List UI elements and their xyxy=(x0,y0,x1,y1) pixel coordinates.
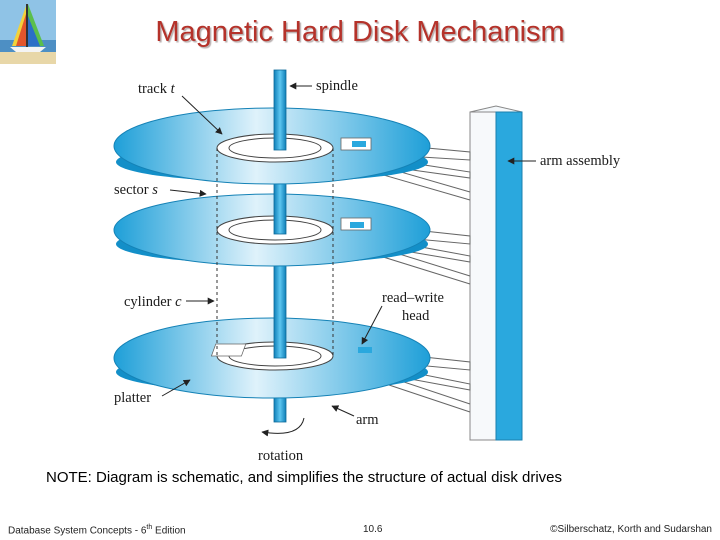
label-arrows xyxy=(161,82,536,437)
footer-copyright: ©Silberschatz, Korth and Sudarshan xyxy=(550,524,712,535)
label-cylinder: cylinder c xyxy=(124,294,182,310)
label-read-write-line2: head xyxy=(402,308,430,324)
cylinder-dashed-outline xyxy=(216,148,334,356)
footer-page-number: 10.6 xyxy=(363,524,383,535)
diagram-note: NOTE: Diagram is schematic, and simplifi… xyxy=(46,469,563,486)
hard-disk-diagram: track t spindle arm assembly sector s cy… xyxy=(113,69,621,464)
platter-bottom xyxy=(113,317,431,399)
footer-course: Database System Concepts - 6th Edition xyxy=(8,524,186,537)
label-track: track t xyxy=(138,81,176,97)
spindle-top xyxy=(273,69,287,151)
platter-top xyxy=(113,107,431,185)
label-spindle: spindle xyxy=(316,78,358,94)
platter-middle xyxy=(113,193,431,267)
slide-title: Magnetic Hard Disk Mechanism xyxy=(155,16,565,48)
label-arm: arm xyxy=(356,412,379,428)
arm-assembly-column xyxy=(469,105,523,441)
sailboat-logo-icon xyxy=(0,0,56,64)
label-arm-assembly: arm assembly xyxy=(540,153,621,169)
label-platter: platter xyxy=(114,390,151,406)
label-sector: sector s xyxy=(114,182,158,198)
label-read-write-line1: read–write xyxy=(382,290,444,306)
label-rotation: rotation xyxy=(258,448,304,464)
